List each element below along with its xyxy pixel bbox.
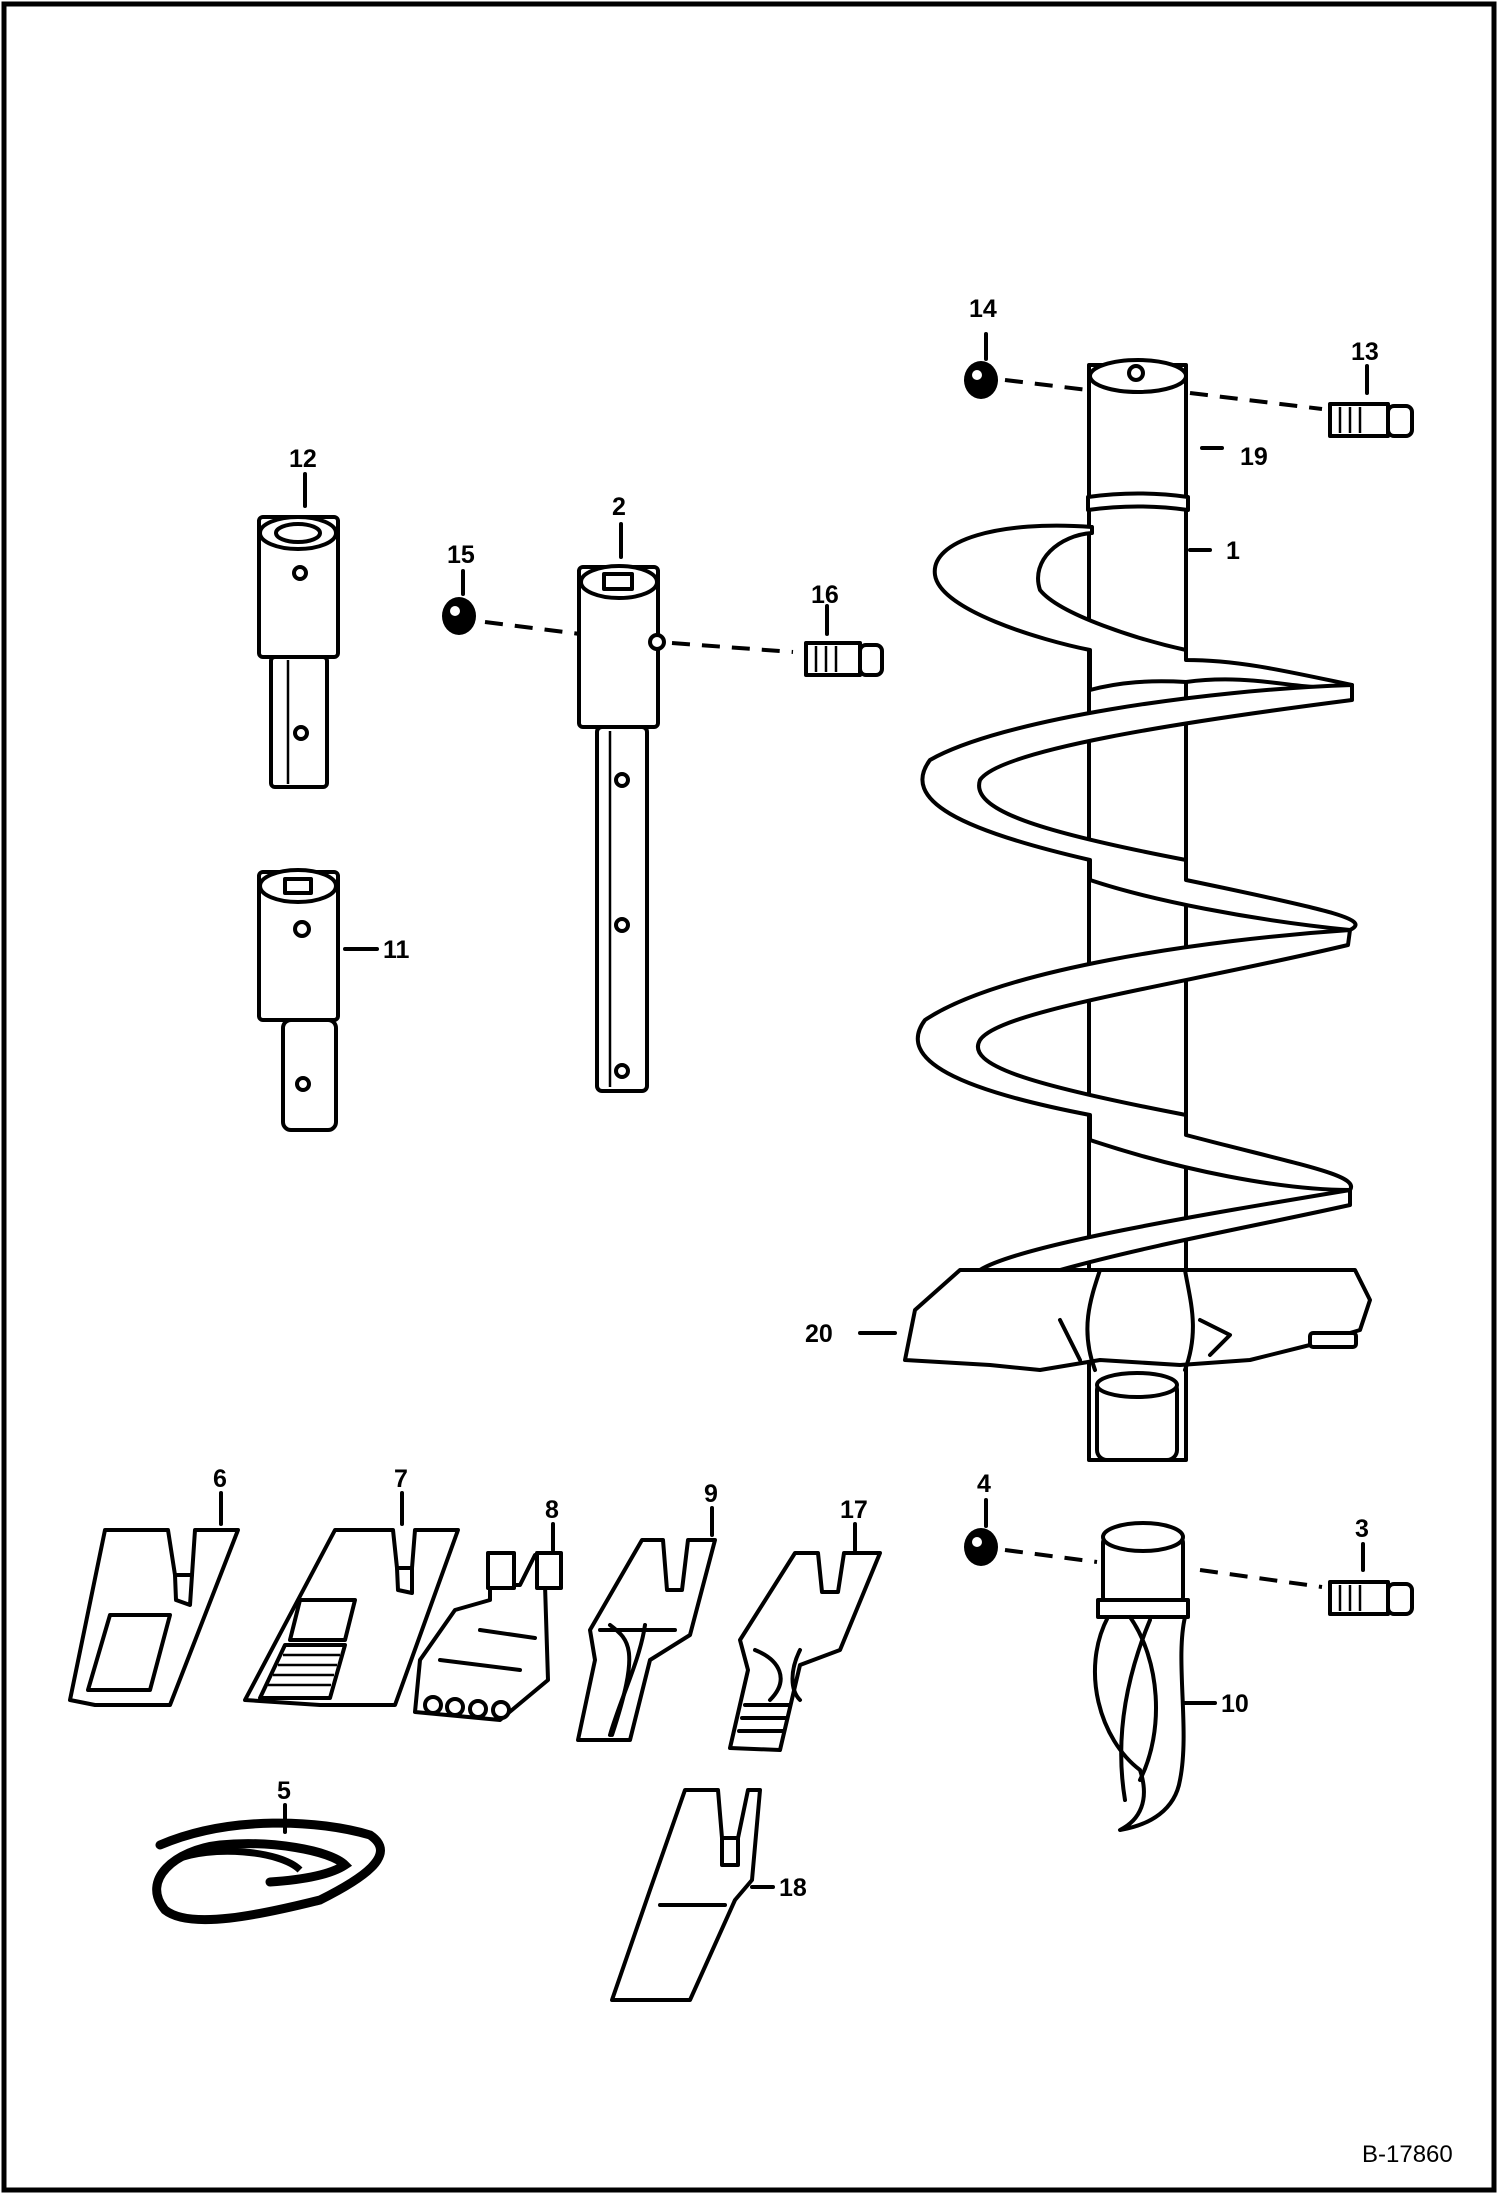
callout-14: 14 [969,295,997,323]
part-16-bolt [804,641,884,677]
callout-7: 7 [394,1465,408,1493]
part-6-tooth [68,1528,240,1707]
part-9-tooth [576,1538,717,1742]
part-18-tooth [610,1788,762,2002]
part-11-adapter [257,868,340,1132]
callout-20: 20 [805,1320,833,1348]
callout-19: 19 [1240,443,1268,471]
part-7-tooth [243,1528,460,1707]
callout-6: 6 [213,1465,227,1493]
part-12-adapter [257,515,340,789]
part-13-bolt [1328,402,1414,438]
callout-11: 11 [383,936,410,964]
callout-3: 3 [1355,1515,1369,1543]
part-17-tooth [728,1551,882,1752]
callout-2: 2 [612,493,626,521]
callout-18: 18 [779,1874,807,1902]
part-10-pilot-bit [1093,1521,1190,1832]
figure-reference: B-17860 [1362,2141,1453,2168]
callout-4: 4 [977,1470,991,1498]
callout-9: 9 [704,1480,718,1508]
part-14-nut [964,361,998,399]
callout-16: 16 [811,581,839,609]
callout-13: 13 [1351,338,1379,366]
callout-10: 10 [1221,1690,1249,1718]
callout-1: 1 [1226,537,1240,565]
part-5-ring [152,1818,385,1925]
part-15-nut [442,597,476,635]
callout-5: 5 [277,1777,291,1805]
part-8-tooth [413,1551,563,1722]
callout-15: 15 [447,541,475,569]
callout-12: 12 [289,445,317,473]
part-4-nut [964,1528,998,1566]
callout-8: 8 [545,1496,559,1524]
part-2-adapter [577,564,666,1093]
callout-17: 17 [840,1496,868,1524]
part-3-bolt [1328,1580,1414,1616]
part-1-auger [903,358,1372,1462]
